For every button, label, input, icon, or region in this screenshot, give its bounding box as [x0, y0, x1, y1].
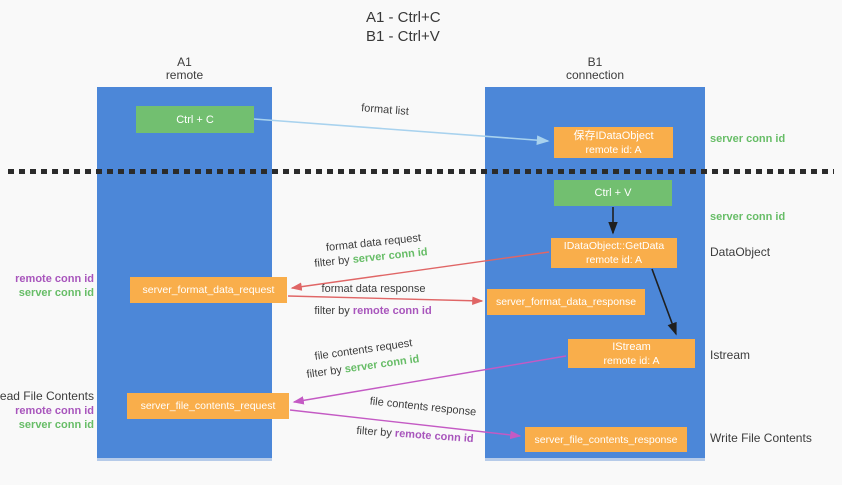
node-server-format-data-request: server_format_data_request	[130, 277, 287, 303]
node-istream-title: IStream	[612, 340, 651, 353]
diagram-title: A1 - Ctrl+C B1 - Ctrl+V	[366, 8, 441, 46]
node-idataobject-getdata: IDataObject::GetData remote id: A	[551, 238, 677, 268]
server-conn-id-left-2: server conn id	[18, 419, 94, 431]
lane-b1-role: connection	[565, 68, 625, 82]
node-server-file-contents-response-label: server_file_contents_response	[534, 433, 678, 446]
read-file-contents-label: Read File Contents	[0, 389, 94, 403]
file-contents-response-filter-label: filter by remote conn id	[350, 424, 481, 445]
lane-header-a1: A1 remote	[97, 56, 272, 82]
node-istream: IStream remote id: A	[568, 339, 695, 368]
node-save-idataobject: 保存IDataObject remote id: A	[554, 127, 673, 158]
node-ctrl-c: Ctrl + C	[136, 106, 254, 133]
node-ctrl-v: Ctrl + V	[554, 180, 672, 206]
lane-header-b1: B1 connection	[485, 56, 705, 82]
filter-by-text: filter by	[313, 254, 351, 270]
remote-conn-id-left-2: remote conn id	[15, 405, 94, 417]
format-data-response-filter-label: filter by remote conn id	[308, 305, 438, 317]
server-conn-id-right-mid: server conn id	[710, 211, 786, 223]
lane-a1-name: A1	[177, 55, 192, 69]
format-data-response-label: format data response	[321, 283, 426, 295]
istream-label: Istream	[710, 348, 751, 362]
node-server-format-data-request-label: server_format_data_request	[142, 284, 275, 296]
filter-by-text: filter by	[305, 364, 343, 381]
server-conn-id-right-top: server conn id	[710, 133, 786, 145]
session-divider-dashed-line	[8, 169, 834, 174]
node-idataobject-getdata-title: IDataObject::GetData	[563, 240, 665, 252]
conn-id-pair-left-bottom: remote conn id server conn id	[15, 404, 94, 432]
node-save-idataobject-subtitle: remote id: A	[585, 143, 642, 156]
node-server-format-data-response: server_format_data_response	[487, 289, 645, 315]
filter-by-text: filter by	[314, 305, 350, 317]
node-istream-subtitle: remote id: A	[603, 354, 660, 367]
remote-conn-id-left-1: remote conn id	[15, 273, 94, 285]
format-data-response-arrow	[287, 295, 484, 305]
remote-conn-id-text: remote conn id	[394, 427, 474, 446]
conn-id-pair-left-top: remote conn id server conn id	[15, 272, 94, 300]
lane-a1-role: remote	[165, 68, 204, 82]
file-contents-response-label: file contents response	[369, 395, 477, 419]
title-line-2: B1 - Ctrl+V	[366, 28, 440, 45]
node-save-idataobject-title: 保存IDataObject	[573, 129, 654, 142]
write-file-contents-label: Write File Contents	[710, 431, 812, 445]
title-line-1: A1 - Ctrl+C	[366, 9, 441, 26]
server-conn-id-left-1: server conn id	[18, 287, 94, 299]
lane-b1-name: B1	[587, 55, 603, 69]
dataobject-label: DataObject	[710, 245, 771, 259]
filter-by-text: filter by	[356, 424, 393, 440]
node-server-format-data-response-label: server_format_data_response	[495, 296, 637, 308]
node-server-file-contents-request: server_file_contents_request	[127, 393, 289, 419]
format-list-label: format list	[360, 102, 410, 118]
remote-conn-id-text: remote conn id	[352, 305, 432, 317]
node-server-file-contents-response: server_file_contents_response	[525, 427, 687, 452]
node-ctrl-v-label: Ctrl + V	[594, 187, 632, 199]
node-idataobject-getdata-subtitle: remote id: A	[585, 254, 643, 266]
node-server-file-contents-request-label: server_file_contents_request	[140, 400, 276, 412]
node-ctrl-c-label: Ctrl + C	[176, 113, 214, 126]
